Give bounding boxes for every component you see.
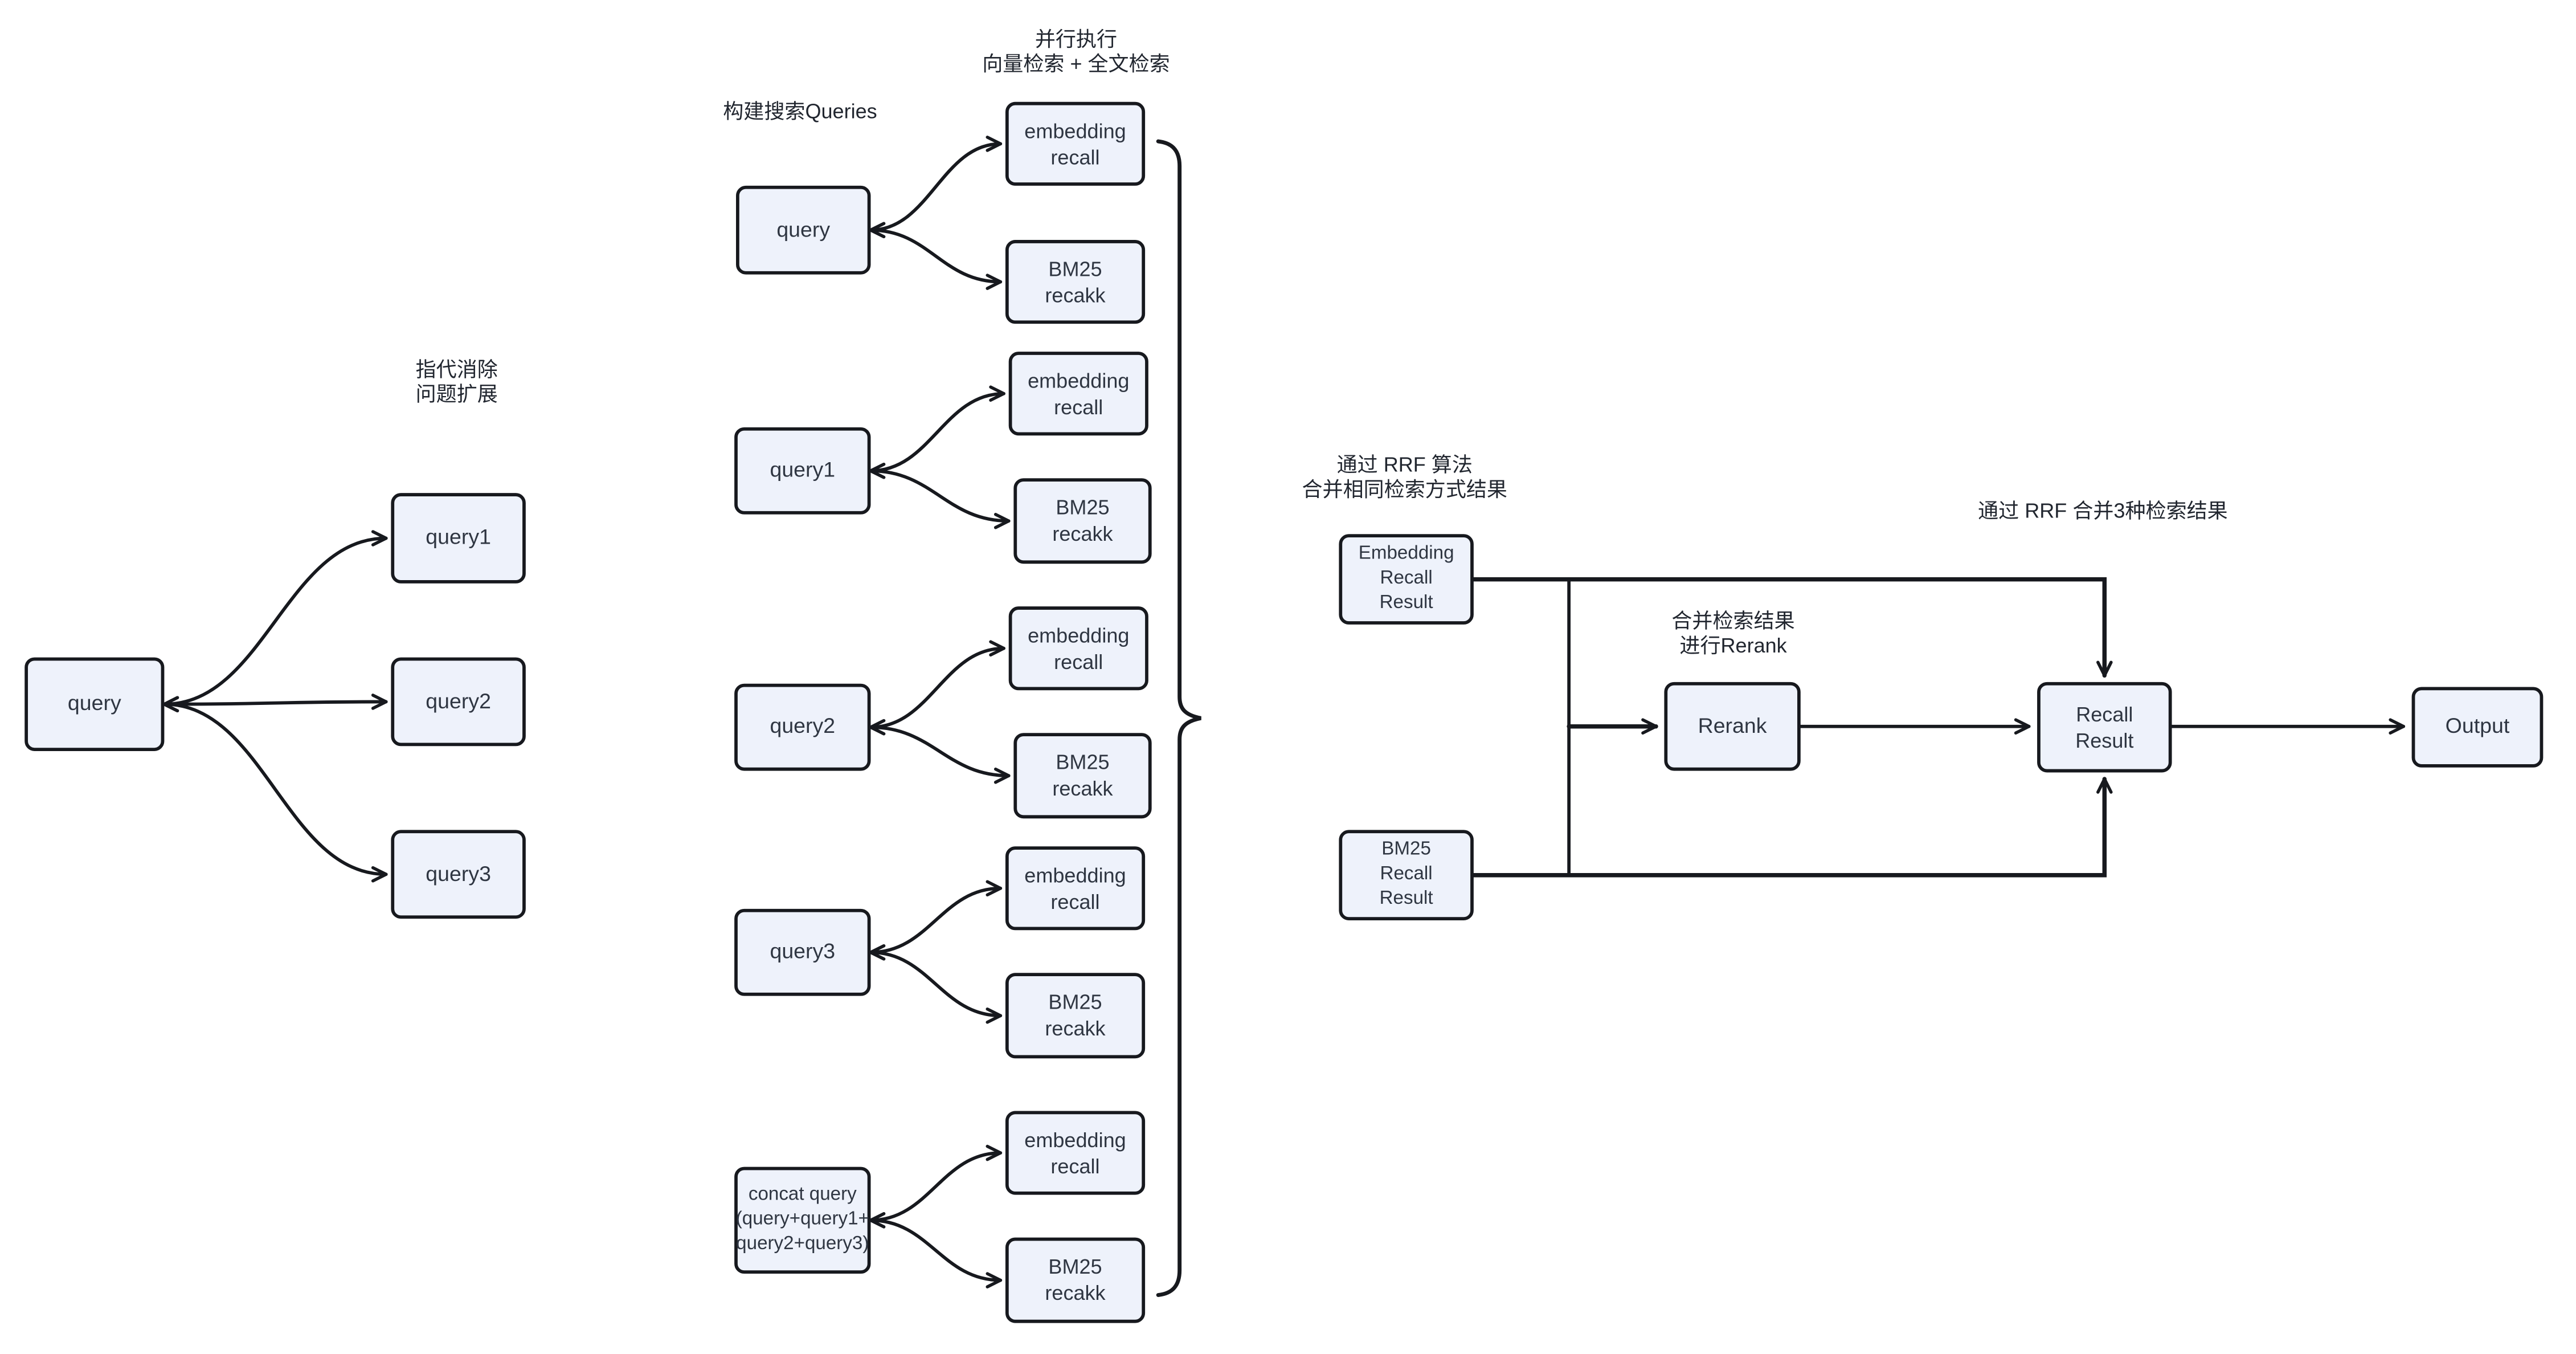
- node-l-query3[interactable]: query3: [391, 830, 526, 919]
- node-e5[interactable]: embedding recall: [1005, 1111, 1146, 1195]
- node-r-output[interactable]: Output: [2411, 687, 2544, 768]
- node-l-query2[interactable]: query2: [391, 657, 526, 747]
- node-b2[interactable]: BM25 recakk: [1013, 478, 1152, 564]
- node-b3[interactable]: BM25 recakk: [1013, 733, 1152, 819]
- node-m-query[interactable]: query: [736, 185, 871, 275]
- node-e3[interactable]: embedding recall: [1008, 606, 1148, 691]
- rrf-same-label: 通过 RRF 算法 合并相同检索方式结果: [1302, 453, 1508, 501]
- edge-m-query-to-e1: [869, 136, 1003, 238]
- node-r-emb[interactable]: Embedding Recall Result: [1339, 534, 1474, 625]
- edge-m-query1-to-b2: [869, 462, 1011, 529]
- node-l-query1[interactable]: query1: [391, 493, 526, 584]
- edge-m-query3-to-e4: [869, 880, 1003, 961]
- edge-m-query3-to-b4: [869, 944, 1003, 1024]
- node-r-rerank[interactable]: Rerank: [1664, 682, 1801, 771]
- edge-l-query-to-l-query2: [162, 694, 388, 713]
- node-m-query2[interactable]: query2: [734, 683, 871, 771]
- edge-embedding-to-recall-top: [1471, 577, 2113, 678]
- node-r-bm25[interactable]: BM25 Recall Result: [1339, 830, 1474, 921]
- node-m-concat[interactable]: concat query (query+query1+ query2+query…: [734, 1167, 871, 1274]
- edge-m-concat-to-b5: [869, 1212, 1003, 1288]
- node-m-query1[interactable]: query1: [734, 427, 871, 515]
- gather-brace: [1156, 139, 1201, 1297]
- edge-m-query1-to-e2: [869, 385, 1005, 479]
- rrf-merge3-label: 通过 RRF 合并3种检索结果: [1978, 499, 2228, 523]
- node-e4[interactable]: embedding recall: [1005, 846, 1146, 931]
- node-b1[interactable]: BM25 recakk: [1005, 240, 1146, 324]
- coref-expand-label: 指代消除 问题扩展: [415, 358, 498, 405]
- parallel-exec-label: 并行执行 向量检索 + 全文检索: [982, 28, 1170, 75]
- node-e2[interactable]: embedding recall: [1008, 352, 1148, 436]
- node-l-query[interactable]: query: [24, 657, 165, 751]
- node-e1[interactable]: embedding recall: [1005, 101, 1146, 186]
- node-r-recall[interactable]: Recall Result: [2037, 682, 2172, 773]
- merge-rerank-label: 合并检索结果 进行Rerank: [1671, 609, 1795, 657]
- edge-m-query2-to-b3: [869, 719, 1011, 784]
- edge-m-query-to-b1: [869, 222, 1003, 290]
- edge-bm25-to-recall-bottom: [1471, 777, 2113, 878]
- node-b4[interactable]: BM25 recakk: [1005, 973, 1146, 1059]
- edge-m-concat-to-e5: [869, 1144, 1003, 1229]
- build-queries-label: 构建搜索Queries: [723, 100, 877, 124]
- edge-l-query-to-l-query3: [162, 696, 388, 883]
- edge-l-query-to-l-query1: [162, 530, 388, 713]
- edge-m-query2-to-e3: [869, 640, 1005, 736]
- node-b5[interactable]: BM25 recakk: [1005, 1237, 1146, 1323]
- node-m-query3[interactable]: query3: [734, 908, 871, 996]
